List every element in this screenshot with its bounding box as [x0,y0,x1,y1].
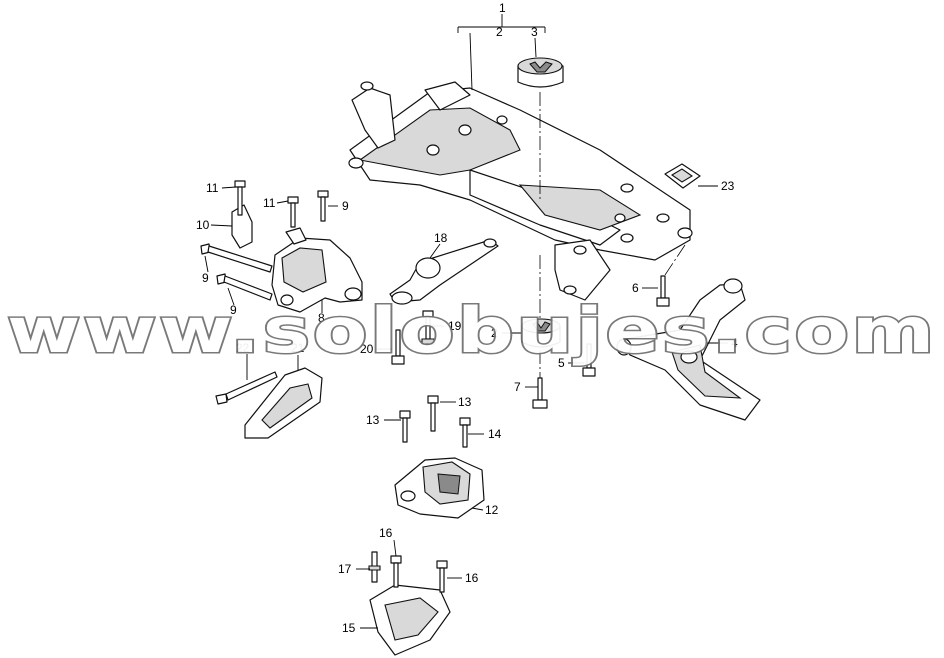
callout-2-bottom: 2 [491,326,498,340]
watermark-text: www.solobujes.com [7,294,937,367]
callout-5: 5 [558,356,565,370]
callout-23: 23 [721,179,735,193]
callout-16-right: 16 [465,571,479,585]
callout-1: 1 [499,1,506,15]
callout-17: 17 [338,562,352,576]
callout-14: 14 [488,427,502,441]
callout-7: 7 [514,380,521,394]
plate-23 [664,163,701,189]
callout-18: 18 [434,231,448,245]
engine-mount [271,237,363,313]
callout-13-left: 13 [366,413,380,427]
callout-4: 4 [731,336,738,350]
bush-top [517,57,564,88]
callout-6: 6 [632,281,639,295]
callout-20: 20 [360,342,374,356]
callout-11-right: 11 [263,196,276,210]
callout-12: 12 [485,503,499,517]
callout-3: 3 [531,25,538,39]
leader-lines [204,14,728,629]
callout-22: 22 [236,341,250,355]
bush-bottom [521,318,561,348]
bracket-10 [231,204,307,249]
callout-9-low: 9 [230,303,237,317]
callout-16-left: 16 [379,526,393,540]
callout-labels: 1 2 3 11 11 9 10 9 9 8 18 19 20 2 5 7 6 … [196,1,738,635]
bracket-21 [244,367,323,439]
transmission-mount [394,457,485,519]
bracket-15 [369,584,451,656]
callout-8: 8 [318,311,325,325]
callout-11-left: 11 [206,181,219,195]
control-arm [616,278,761,421]
callout-19: 19 [448,319,462,333]
callout-10: 10 [196,218,210,232]
axis-bolt6 [662,244,686,279]
callout-15: 15 [342,621,356,635]
callout-9-mid: 9 [202,271,209,285]
callout-13-right: 13 [458,395,472,409]
callout-9-top: 9 [342,199,349,213]
callout-2-top: 2 [496,25,503,39]
torque-rod [389,238,499,305]
bolts [200,180,670,593]
callout-21: 21 [291,341,305,355]
subframe [348,81,693,301]
